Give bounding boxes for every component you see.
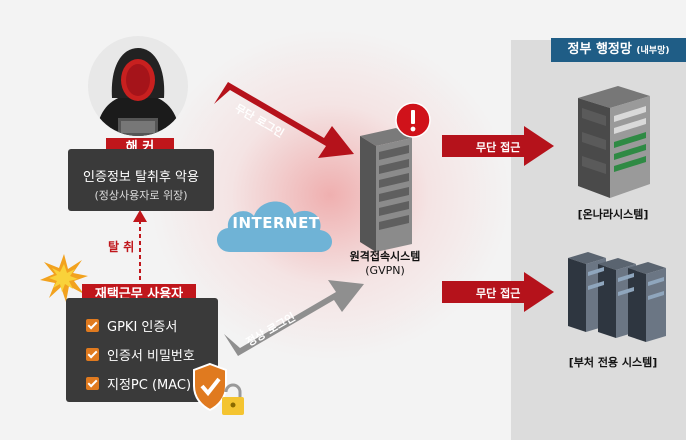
department-server-cluster-icon (568, 252, 666, 342)
unauthorized-access-label-lower: 무단 접근 (476, 287, 521, 300)
onnara-system-label: [온나라시스템] (577, 208, 649, 221)
government-network-subtitle: (내부망) (636, 46, 670, 56)
credential-item-label: GPKI 인증서 (107, 319, 178, 335)
hacker-icon (96, 48, 180, 136)
checkbox-checked-icon (86, 347, 99, 361)
normal-login-arrow (224, 280, 364, 356)
credential-item-label: 지정PC (MAC) (107, 377, 192, 393)
theft-label: 탈 취 (108, 240, 135, 254)
hacker-avatar (88, 36, 188, 136)
checkbox-checked-icon (86, 318, 99, 332)
shield-lock-icon (193, 362, 244, 415)
theft-arrow (133, 210, 147, 280)
hacker-description-line2: (정상사용자로 위장) (94, 189, 188, 202)
credential-item-label: 인증서 비밀번호 (107, 348, 195, 364)
credential-item-mac: 지정PC (MAC) (86, 372, 191, 394)
internet-label: INTERNET (232, 214, 320, 232)
unauthorized-access-arrow-lower (442, 272, 554, 312)
unauthorized-access-arrow-upper (442, 126, 554, 166)
alert-icon (395, 102, 431, 138)
unauthorized-login-arrow (214, 82, 354, 158)
credential-item-password: 인증서 비밀번호 (86, 343, 195, 365)
checkbox-checked-icon (86, 376, 99, 390)
onnara-server-icon (578, 86, 650, 198)
gateway-code: (GVPN) (365, 264, 405, 277)
department-system-label: [부처 전용 시스템] (568, 356, 658, 369)
telecommuter-credentials-box: GPKI 인증서 인증서 비밀번호 지정PC (MAC) (66, 298, 218, 402)
unauthorized-access-label-upper: 무단 접근 (476, 141, 521, 154)
vpn-server-icon (360, 128, 412, 252)
gateway-name: 원격접속시스템 (349, 250, 421, 263)
explosion-icon (40, 254, 88, 302)
government-network-title-text: 정부 행정망 (567, 42, 632, 57)
hacker-description-line1: 인증정보 탈취후 악용 (83, 170, 199, 185)
credential-item-gpki: GPKI 인증서 (86, 314, 177, 336)
hacker-description-box: 인증정보 탈취후 악용 (정상사용자로 위장) (68, 149, 214, 211)
internet-cloud-icon (216, 201, 332, 252)
government-network-title: 정부 행정망 (내부망) (551, 38, 686, 62)
